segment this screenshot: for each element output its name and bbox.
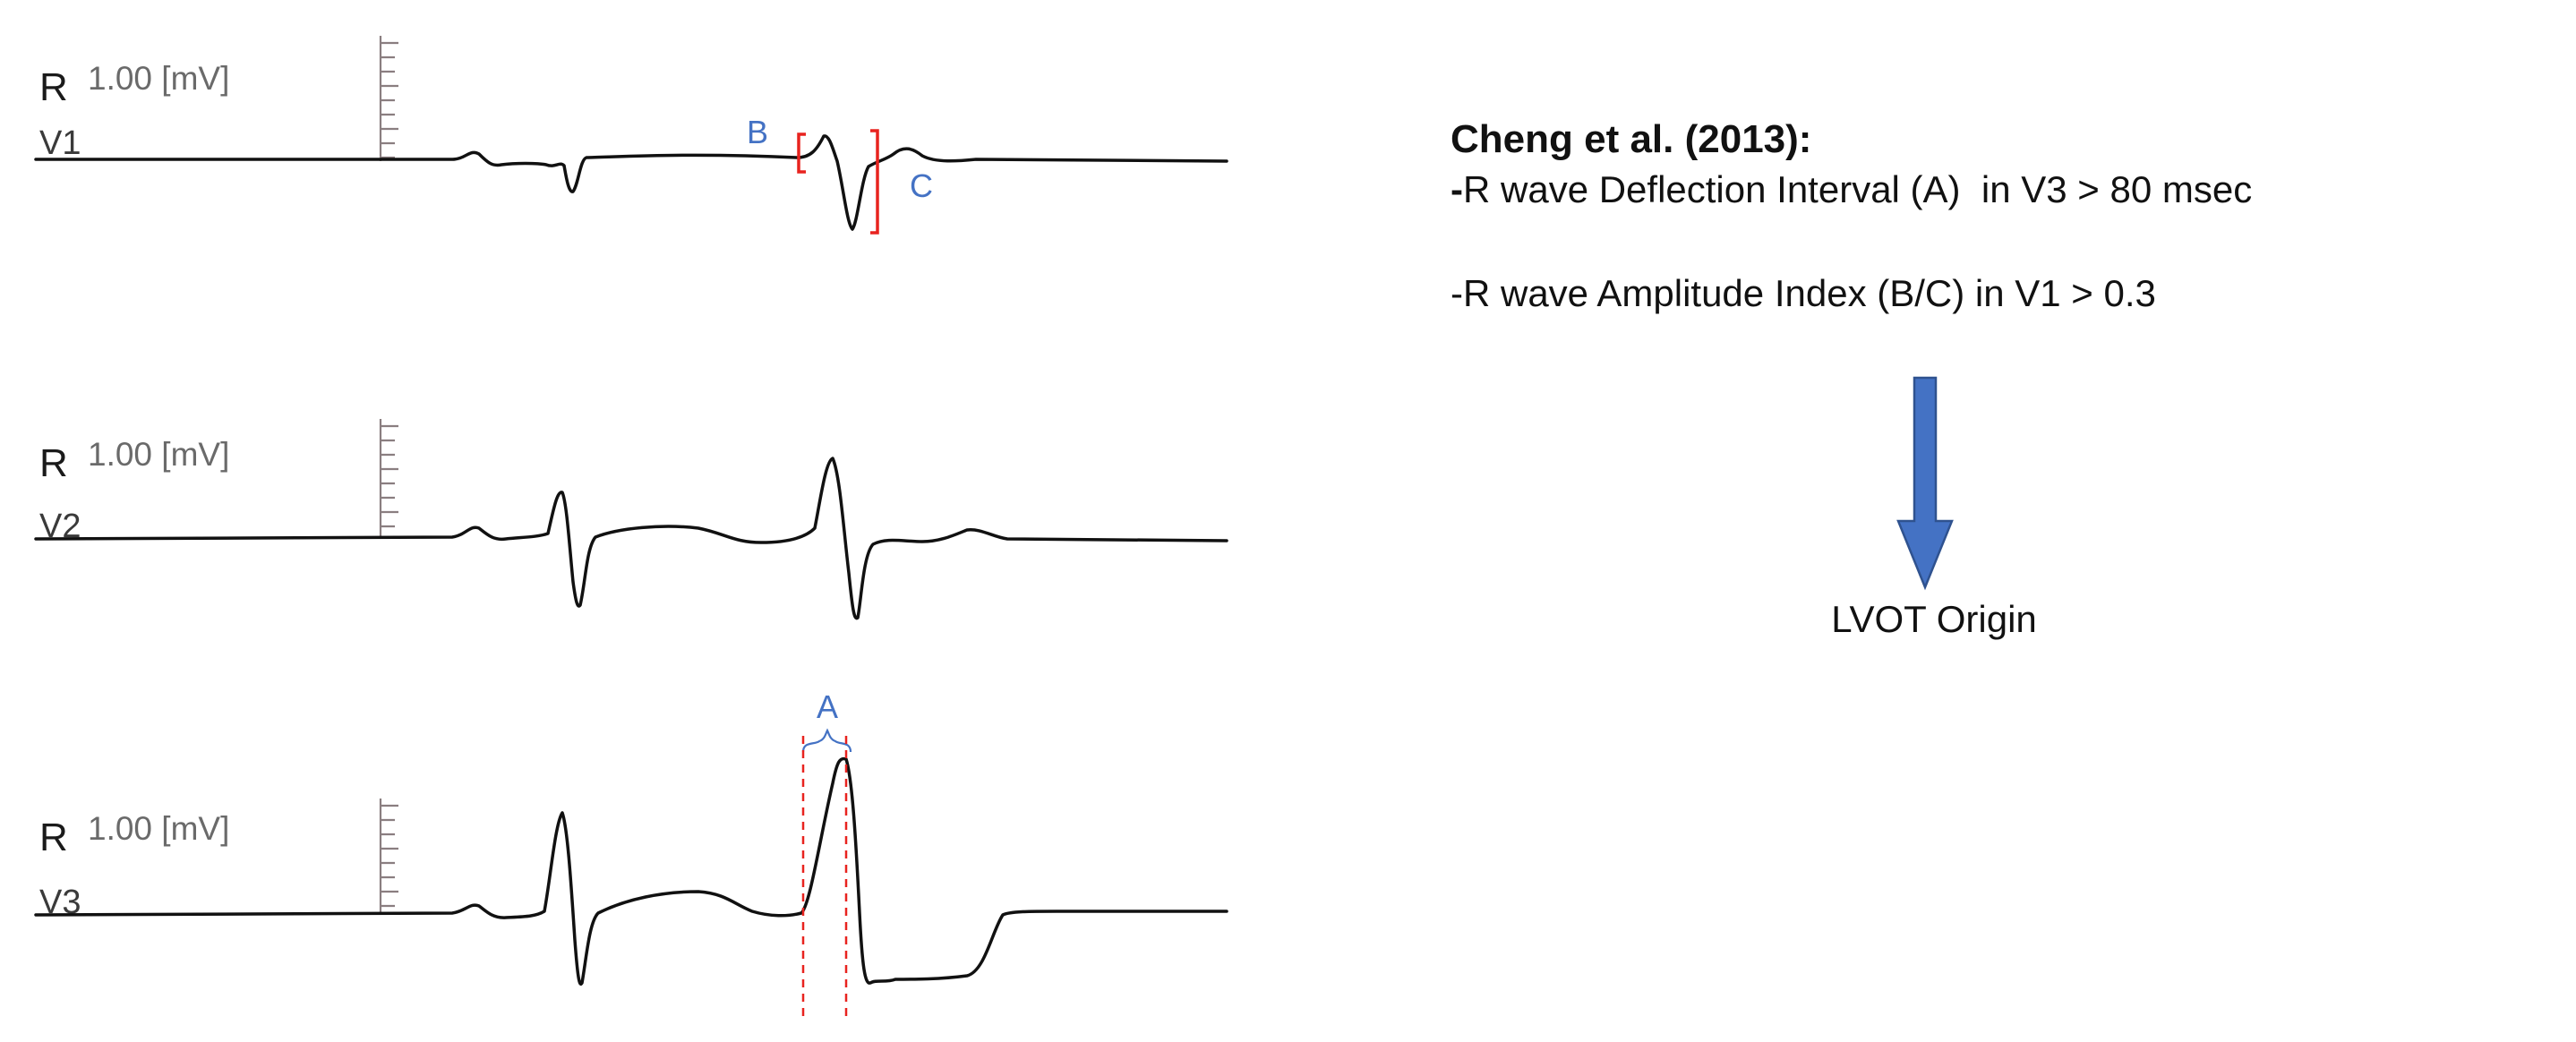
lead-v1-scale-label: 1.00 [mV] [88,60,229,97]
lead-v1-trace [34,134,1228,231]
annotation-c-bracket [870,129,879,235]
lead-v1-reference-label: R [39,65,68,109]
criteria-title: Cheng et al. (2013): [1451,117,1812,161]
lead-v1-name: V1 [39,124,81,162]
lead-v3-scale-label: 1.00 [mV] [88,810,229,847]
lead-v3-reference-label: R [39,816,68,859]
lead-v3-trace [34,756,1228,986]
criterion-1-text: R wave Deflection Interval (A) in V3 > 8… [1463,168,2253,210]
lead-v2-scale-label: 1.00 [mV] [88,436,229,473]
lead-v2-reference-label: R [39,441,68,485]
ecg-traces-panel: R 1.00 [mV] V1 B C R 1.00 [mV] V2 R 1.00… [34,36,1228,1017]
criterion-1: -R wave Deflection Interval (A) in V3 > … [1451,165,2561,215]
lead-v2: R 1.00 [mV] V2 [34,419,1228,620]
lead-v1-calibration-scale [379,36,398,161]
lead-v2-calibration-scale [379,419,398,537]
lead-v1: R 1.00 [mV] V1 B C [34,36,1228,235]
annotation-b-bracket [797,132,806,174]
lead-v3-calibration-scale [379,799,398,915]
annotation-a-label: A [817,688,838,725]
lead-v2-trace [34,457,1228,620]
annotation-a-brace [801,728,852,753]
annotation-c-label: C [910,167,933,204]
down-arrow-icon [1896,376,1954,591]
criterion-2: -R wave Amplitude Index (B/C) in V1 > 0.… [1451,272,2156,314]
criterion-1-dash: - [1451,168,1463,210]
outcome-label: LVOT Origin [1831,598,2037,640]
criteria-text-block: Cheng et al. (2013): -R wave Deflection … [1451,115,2561,319]
annotation-b-label: B [747,114,768,150]
lead-v3: R 1.00 [mV] V3 A [34,688,1228,1017]
